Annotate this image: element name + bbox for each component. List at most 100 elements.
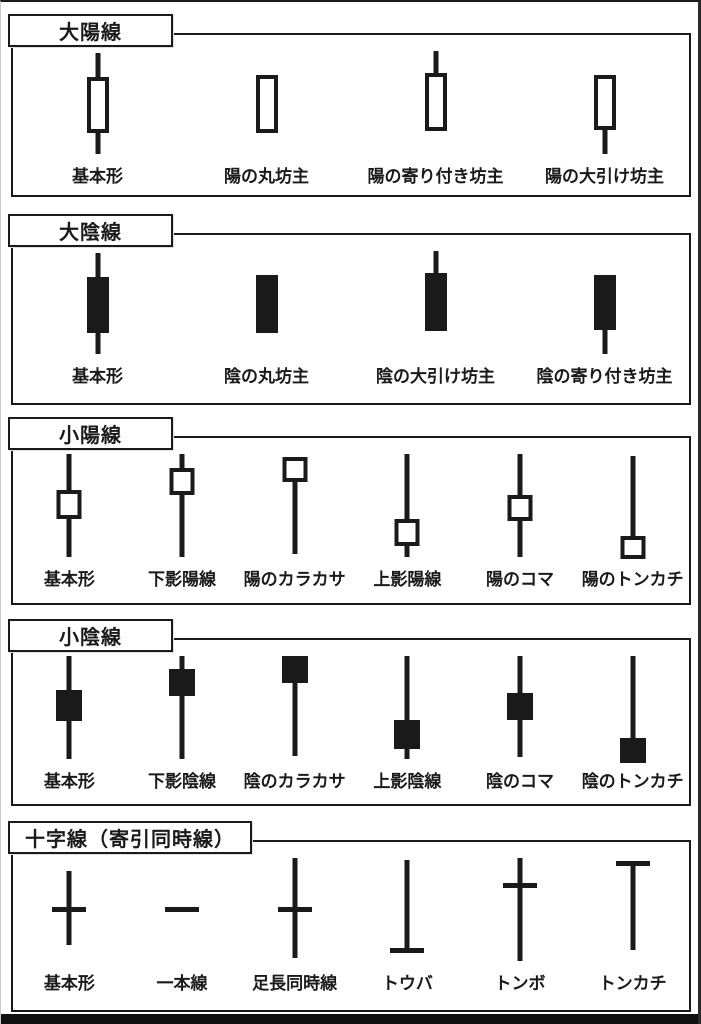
- candle-label: トンカチ: [598, 974, 667, 993]
- candlestick-figure: [272, 454, 318, 559]
- candle-wick: [404, 454, 410, 557]
- candle-label: 陽のトンカチ: [581, 570, 684, 589]
- section-title: 小陰線: [59, 627, 122, 649]
- candlestick-figure: [413, 251, 459, 356]
- candle-label: 足長同時線: [252, 974, 338, 993]
- section-title: 小陽線: [59, 425, 122, 447]
- candlestick-figure: [497, 858, 543, 963]
- candlestick-figure: [272, 656, 318, 761]
- candlestick-figure: [384, 858, 430, 963]
- candle-item: 基本形: [13, 251, 182, 403]
- candle-wick: [292, 457, 298, 554]
- candle-body: [394, 720, 421, 749]
- candle-item: 陽のコマ: [464, 454, 577, 603]
- candle-wick: [179, 656, 185, 759]
- pattern-section: 小陽線 基本形 下影陽線 陽のカラカサ 上影陽線 陽のコマ 陽のトンカチ: [8, 417, 691, 605]
- candlestick-figure: [159, 656, 205, 761]
- candle-body: [593, 75, 616, 130]
- pattern-sections-container: 大陽線 基本形 陽の丸坊主 陽の寄り付き坊主 陽の大引け坊主 大陰線 基本形 陰…: [1, 14, 698, 1012]
- bottom-edge-bar: [1, 1014, 698, 1024]
- candle-item: トンカチ: [576, 858, 689, 1010]
- candle-label: 一本線: [156, 974, 208, 993]
- candle-body: [281, 656, 308, 683]
- candle-label: 下影陰線: [148, 772, 216, 791]
- doji-bar: [52, 907, 87, 912]
- candle-item: 上影陽線: [351, 454, 464, 603]
- candlestick-figure: [46, 858, 92, 963]
- candle-item: 一本線: [126, 858, 239, 1010]
- candle-label: 上影陽線: [373, 570, 442, 589]
- candle-body: [255, 275, 278, 333]
- candle-body: [424, 273, 447, 331]
- candle-item: トンボ: [464, 858, 577, 1010]
- candle-body: [593, 275, 616, 330]
- candle-item: 基本形: [13, 51, 182, 195]
- section-title-box: 小陽線: [8, 417, 173, 450]
- candlestick-figure: [582, 51, 628, 156]
- candle-label: 基本形: [72, 167, 123, 186]
- section-title: 十字線（寄引同時線）: [25, 829, 235, 851]
- candle-label: 陰のトンカチ: [581, 772, 684, 791]
- candle-body: [619, 738, 646, 763]
- candle-item: 陰の寄り付き坊主: [520, 251, 689, 403]
- candle-body: [424, 73, 447, 131]
- candlestick-figure: [244, 51, 290, 156]
- candle-wick: [630, 656, 636, 749]
- doji-line: [404, 860, 410, 953]
- candlestick-figure: [159, 858, 205, 963]
- doji-bar: [165, 907, 199, 912]
- candle-body: [507, 495, 533, 521]
- candle-label: 上影陰線: [373, 772, 442, 791]
- candle-row: 基本形 陽の丸坊主 陽の寄り付き坊主 陽の大引け坊主: [13, 35, 689, 195]
- candle-row: 基本形 下影陰線 陰のカラカサ 上影陰線 陰のコマ 陰のトンカチ: [13, 640, 689, 804]
- candle-label: 基本形: [43, 974, 95, 993]
- candlestick-figure: [46, 656, 92, 761]
- candle-body: [169, 669, 195, 696]
- candlestick-figure: [159, 454, 205, 559]
- candle-label: 下影陽線: [148, 570, 216, 589]
- candle-item: トウバ: [351, 858, 464, 1010]
- doji-bar: [503, 883, 538, 888]
- candle-item: 陽のトンカチ: [576, 454, 689, 603]
- section-title-box: 大陽線: [8, 14, 173, 47]
- candle-item: 下影陽線: [126, 454, 239, 603]
- candle-body: [56, 690, 83, 721]
- candle-item: 基本形: [13, 656, 126, 804]
- candlestick-figure: [610, 454, 656, 559]
- candle-row: 基本形 一本線 足長同時線 トウバ トンボ トンカチ: [13, 842, 689, 1010]
- candle-body: [86, 77, 109, 133]
- candle-item: 基本形: [13, 454, 126, 603]
- candle-item: 陽の丸坊主: [182, 51, 351, 195]
- candle-label: トウバ: [381, 974, 433, 993]
- candle-label: 陽の大引け坊主: [545, 167, 664, 186]
- candlestick-figure: [413, 51, 459, 156]
- candlestick-figure: [75, 251, 121, 356]
- candle-body: [56, 490, 82, 519]
- candle-label: 基本形: [43, 570, 95, 589]
- section-title-box: 大陰線: [8, 214, 173, 247]
- candle-label: 基本形: [43, 772, 95, 791]
- candle-item: 足長同時線: [238, 858, 351, 1010]
- candlestick-figure: [75, 51, 121, 156]
- candle-item: 陽の大引け坊主: [520, 51, 689, 195]
- section-title: 大陰線: [59, 222, 122, 244]
- candle-item: 基本形: [13, 858, 126, 1010]
- section-title-box: 十字線（寄引同時線）: [8, 821, 252, 854]
- candlestick-figure: [384, 656, 430, 761]
- candle-label: 陽の寄り付き坊主: [367, 167, 504, 186]
- candle-row: 基本形 陰の丸坊主 陰の大引け坊主 陰の寄り付き坊主: [13, 235, 689, 403]
- pattern-section: 大陰線 基本形 陰の丸坊主 陰の大引け坊主 陰の寄り付き坊主: [8, 214, 691, 405]
- candlestick-figure: [384, 454, 430, 559]
- candle-label: 陰のカラカサ: [243, 772, 346, 791]
- doji-bar: [615, 861, 650, 866]
- candlestick-figure: [497, 656, 543, 761]
- candlestick-figure: [582, 251, 628, 356]
- candle-label: 陰のコマ: [486, 772, 555, 791]
- candle-row: 基本形 下影陽線 陽のカラカサ 上影陽線 陽のコマ 陽のトンカチ: [13, 438, 689, 603]
- candle-item: 陰のコマ: [464, 656, 577, 804]
- candle-body: [507, 693, 534, 720]
- candle-label: 陽のカラカサ: [243, 570, 346, 589]
- candle-body: [169, 468, 195, 495]
- pattern-section: 大陽線 基本形 陽の丸坊主 陽の寄り付き坊主 陽の大引け坊主: [8, 14, 691, 197]
